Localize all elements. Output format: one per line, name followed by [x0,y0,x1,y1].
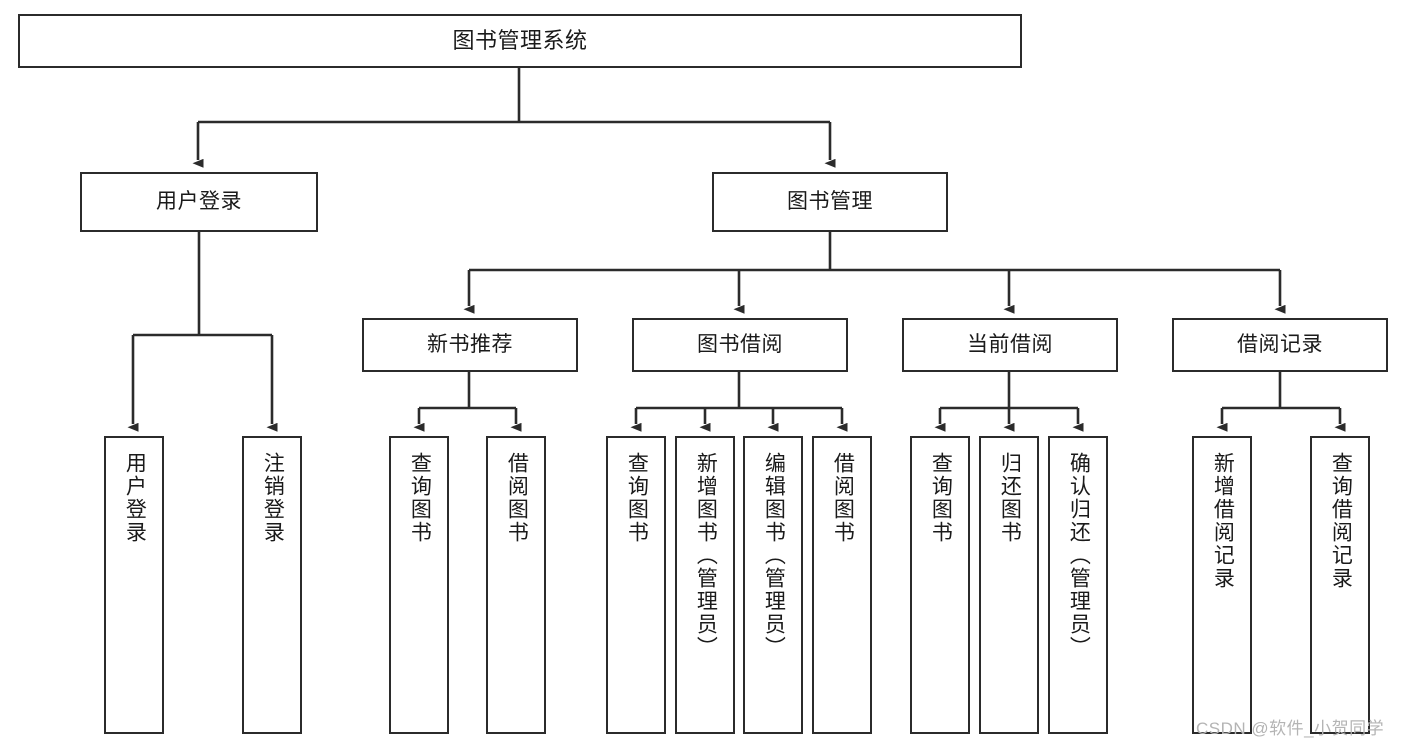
node-label: 编辑图书（管理员） [762,452,786,659]
node-leaf-logout[interactable]: 注销登录 [242,436,302,734]
node-leaf-query-book-1[interactable]: 查询图书 [389,436,449,734]
node-label: 借阅图书 [831,452,855,544]
node-label: 查询借阅记录 [1329,452,1353,590]
watermark: CSDN @软件_小贺同学 [1196,719,1385,738]
node-leaf-add-record[interactable]: 新增借阅记录 [1192,436,1252,734]
node-label: 用户登录 [123,452,147,544]
node-label: 图书管理系统 [452,27,588,53]
node-label: 新增借阅记录 [1211,452,1235,590]
node-new-book-recommend[interactable]: 新书推荐 [362,318,578,372]
node-label: 当前借阅 [967,333,1053,357]
node-leaf-add-book[interactable]: 新增图书（管理员） [675,436,735,734]
node-leaf-edit-book[interactable]: 编辑图书（管理员） [743,436,803,734]
node-label: 新增图书（管理员） [694,452,718,659]
node-leaf-borrow-book-1[interactable]: 借阅图书 [486,436,546,734]
node-user-login[interactable]: 用户登录 [80,172,318,232]
node-label: 查询图书 [625,452,649,544]
node-leaf-user-login[interactable]: 用户登录 [104,436,164,734]
node-label: 查询图书 [408,452,432,544]
node-label: 图书管理 [787,190,873,214]
node-leaf-query-book-2[interactable]: 查询图书 [606,436,666,734]
node-label: 用户登录 [156,190,242,214]
node-label: 借阅记录 [1237,333,1323,357]
node-label: 借阅图书 [505,452,529,544]
node-leaf-borrow-book-2[interactable]: 借阅图书 [812,436,872,734]
node-label: 确认归还（管理员） [1067,452,1091,659]
node-leaf-confirm-return[interactable]: 确认归还（管理员） [1048,436,1108,734]
node-label: 注销登录 [261,452,285,544]
node-leaf-return-book[interactable]: 归还图书 [979,436,1039,734]
node-book-management[interactable]: 图书管理 [712,172,948,232]
node-current-borrow[interactable]: 当前借阅 [902,318,1118,372]
node-leaf-query-record[interactable]: 查询借阅记录 [1310,436,1370,734]
node-label: 新书推荐 [427,333,513,357]
node-borrow-record[interactable]: 借阅记录 [1172,318,1388,372]
node-label: 图书借阅 [697,333,783,357]
node-book-borrow[interactable]: 图书借阅 [632,318,848,372]
node-leaf-query-book-3[interactable]: 查询图书 [910,436,970,734]
node-root-book-management-system[interactable]: 图书管理系统 [18,14,1022,68]
node-label: 查询图书 [929,452,953,544]
node-label: 归还图书 [998,452,1022,544]
